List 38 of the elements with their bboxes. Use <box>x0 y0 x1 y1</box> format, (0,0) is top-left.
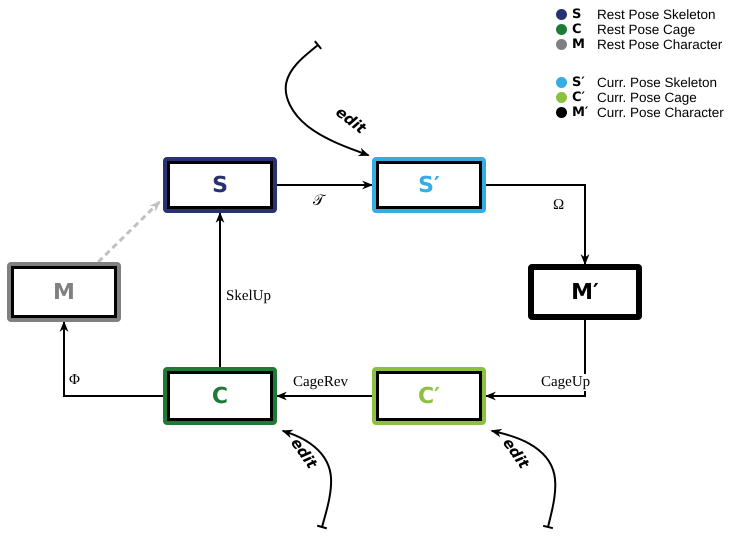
node-box <box>528 264 642 320</box>
edge-label: CageUp <box>540 374 592 391</box>
node-label: M′ <box>571 280 599 304</box>
edge-label: CageRev <box>292 374 349 391</box>
edge-label: SkelUp <box>225 288 272 305</box>
node-box <box>372 367 486 425</box>
legend-symbol: C′ <box>572 91 586 104</box>
node-label: S <box>212 172 228 198</box>
node-label: M <box>53 280 75 304</box>
arrow <box>484 320 586 400</box>
node-label: S′ <box>418 172 440 198</box>
arrow <box>97 200 161 264</box>
legend-symbol: M <box>572 38 586 52</box>
arrow <box>216 212 224 367</box>
legend-label: Rest Pose Skeleton <box>597 8 716 22</box>
node-label: C <box>212 384 228 408</box>
legend-symbol: S <box>572 8 582 22</box>
arrow <box>277 180 374 190</box>
arrow <box>60 320 163 397</box>
legend-symbol: S′ <box>572 76 586 90</box>
arrow <box>276 392 372 400</box>
edit-arrow <box>490 428 556 530</box>
legend-symbol: M′ <box>572 106 590 120</box>
edit-arrow <box>282 430 332 530</box>
legend-label: Curr. Pose Skeleton <box>597 76 718 90</box>
node-label: C′ <box>418 384 440 408</box>
edge-label: edit <box>332 102 370 138</box>
node-box <box>163 367 277 425</box>
legend-label: Curr. Pose Cage <box>597 91 697 104</box>
legend-symbol: C <box>572 23 583 36</box>
legend-label: Rest Pose Cage <box>597 23 696 36</box>
legend-label: Rest Pose Character <box>597 38 722 52</box>
node-box <box>372 157 486 213</box>
node-box <box>7 262 121 322</box>
edit-arrow <box>284 40 370 156</box>
arrow <box>486 184 590 266</box>
legend-label: Curr. Pose Character <box>597 106 724 120</box>
node-box <box>163 157 277 213</box>
